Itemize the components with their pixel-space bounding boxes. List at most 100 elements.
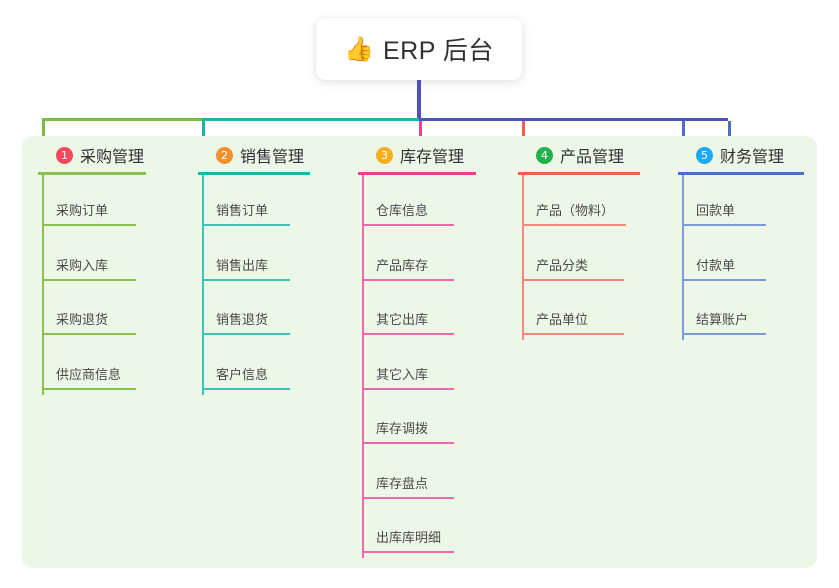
branch-underline xyxy=(358,172,476,175)
branch-title: 产品管理 xyxy=(560,149,625,166)
leaf-label: 产品分类 xyxy=(536,257,589,273)
branch-spine xyxy=(522,175,524,340)
thumbs-up-icon: 👍 xyxy=(344,35,374,63)
bus-segment-3 xyxy=(419,118,728,121)
leaf-node[interactable]: 结算账户 xyxy=(682,309,766,335)
branch-underline xyxy=(518,172,640,175)
leaf-label: 付款单 xyxy=(696,257,736,273)
leaf-node[interactable]: 库存调拨 xyxy=(362,418,454,444)
leaf-label: 销售退货 xyxy=(216,312,269,327)
leaf-label: 产品（物料） xyxy=(536,203,615,218)
branch-title: 采购管理 xyxy=(80,149,145,166)
branch-title: 销售管理 xyxy=(240,149,305,166)
leaf-node[interactable]: 采购订单 xyxy=(42,200,136,226)
leaf-node[interactable]: 销售订单 xyxy=(202,200,290,226)
branch-header-产品管理[interactable]: 4 产品管理 xyxy=(518,143,640,167)
leaf-label: 结算账户 xyxy=(696,312,749,327)
trunk-connector xyxy=(417,80,421,119)
branch-header-采购管理[interactable]: 1 采购管理 xyxy=(38,143,146,167)
leaf-node[interactable]: 产品分类 xyxy=(522,255,624,281)
leaf-node[interactable]: 产品（物料） xyxy=(522,200,626,226)
leaf-underline xyxy=(202,224,290,226)
leaf-node[interactable]: 采购退货 xyxy=(42,309,136,335)
leaf-underline xyxy=(682,278,766,281)
branch-spine xyxy=(42,175,44,395)
leaf-underline xyxy=(42,224,136,226)
leaf-node[interactable]: 采购入库 xyxy=(42,255,136,281)
branch-underline xyxy=(198,172,310,175)
leaf-label: 库存盘点 xyxy=(376,475,429,491)
leaf-label: 采购退货 xyxy=(56,312,109,327)
branch-number-badge: 2 xyxy=(216,146,233,164)
branch-spine xyxy=(362,175,364,558)
branch-header-财务管理[interactable]: 5 财务管理 xyxy=(678,143,804,167)
bus-segment-2 xyxy=(202,118,419,121)
leaf-underline xyxy=(362,333,454,335)
leaf-underline xyxy=(522,333,624,335)
branch-spine xyxy=(682,175,684,340)
leaf-underline xyxy=(362,496,454,499)
leaf-label: 采购订单 xyxy=(56,203,109,218)
leaf-underline xyxy=(362,442,454,444)
leaf-label: 产品库存 xyxy=(376,257,429,273)
branches-panel xyxy=(22,136,817,568)
branch-number-badge: 3 xyxy=(376,146,393,164)
leaf-node[interactable]: 其它入库 xyxy=(362,364,454,390)
leaf-label: 产品单位 xyxy=(536,312,589,327)
bus-segment-1 xyxy=(42,118,202,121)
leaf-label: 采购入库 xyxy=(56,257,109,273)
leaf-underline xyxy=(682,224,766,226)
leaf-underline xyxy=(202,333,290,335)
branch-number-badge: 1 xyxy=(56,146,73,164)
leaf-node[interactable]: 销售出库 xyxy=(202,255,290,281)
leaf-underline xyxy=(42,387,136,390)
branch-number-badge: 5 xyxy=(696,146,713,164)
leaf-underline xyxy=(362,278,454,281)
leaf-label: 供应商信息 xyxy=(56,366,122,382)
leaf-label: 回款单 xyxy=(696,203,736,218)
leaf-label: 客户信息 xyxy=(216,366,269,382)
leaf-label: 仓库信息 xyxy=(376,203,429,218)
leaf-underline xyxy=(362,387,454,390)
leaf-node[interactable]: 仓库信息 xyxy=(362,200,454,226)
branch-column-采购管理: 1 采购管理 xyxy=(38,143,146,175)
elbow-left xyxy=(42,121,45,143)
leaf-node[interactable]: 客户信息 xyxy=(202,364,290,390)
branch-number-badge: 4 xyxy=(536,146,553,164)
leaf-underline xyxy=(202,278,290,281)
leaf-node[interactable]: 库存盘点 xyxy=(362,473,454,499)
leaf-node[interactable]: 供应商信息 xyxy=(42,364,136,390)
drop-connector-5 xyxy=(682,121,685,143)
leaf-label: 库存调拨 xyxy=(376,421,429,436)
drop-connector-4 xyxy=(522,121,525,143)
leaf-underline xyxy=(42,278,136,281)
leaf-underline xyxy=(202,387,290,390)
leaf-label: 其它入库 xyxy=(376,366,429,382)
branch-column-财务管理: 5 财务管理 xyxy=(678,143,804,175)
leaf-label: 出库库明细 xyxy=(376,530,442,545)
leaf-label: 销售出库 xyxy=(216,257,269,273)
leaf-underline xyxy=(522,224,626,226)
drop-connector-3 xyxy=(419,121,422,143)
branch-header-销售管理[interactable]: 2 销售管理 xyxy=(198,143,310,167)
leaf-label: 销售订单 xyxy=(216,203,269,218)
branch-underline xyxy=(38,172,146,175)
drop-connector-2 xyxy=(202,121,205,143)
branch-spine xyxy=(202,175,204,395)
leaf-node[interactable]: 回款单 xyxy=(682,200,766,226)
leaf-underline xyxy=(362,224,454,226)
leaf-node[interactable]: 付款单 xyxy=(682,255,766,281)
branch-title: 财务管理 xyxy=(720,149,785,166)
branch-column-库存管理: 3 库存管理 xyxy=(358,143,476,175)
leaf-node[interactable]: 产品库存 xyxy=(362,255,454,281)
root-node-title-card[interactable]: 👍 ERP 后台 xyxy=(316,18,522,80)
branch-title: 库存管理 xyxy=(400,149,465,166)
leaf-node[interactable]: 产品单位 xyxy=(522,309,624,335)
leaf-underline xyxy=(522,278,624,281)
leaf-node[interactable]: 销售退货 xyxy=(202,309,290,335)
branch-header-库存管理[interactable]: 3 库存管理 xyxy=(358,143,476,167)
leaf-node[interactable]: 其它出库 xyxy=(362,309,454,335)
leaf-underline xyxy=(682,333,766,335)
leaf-node[interactable]: 出库库明细 xyxy=(362,527,454,553)
